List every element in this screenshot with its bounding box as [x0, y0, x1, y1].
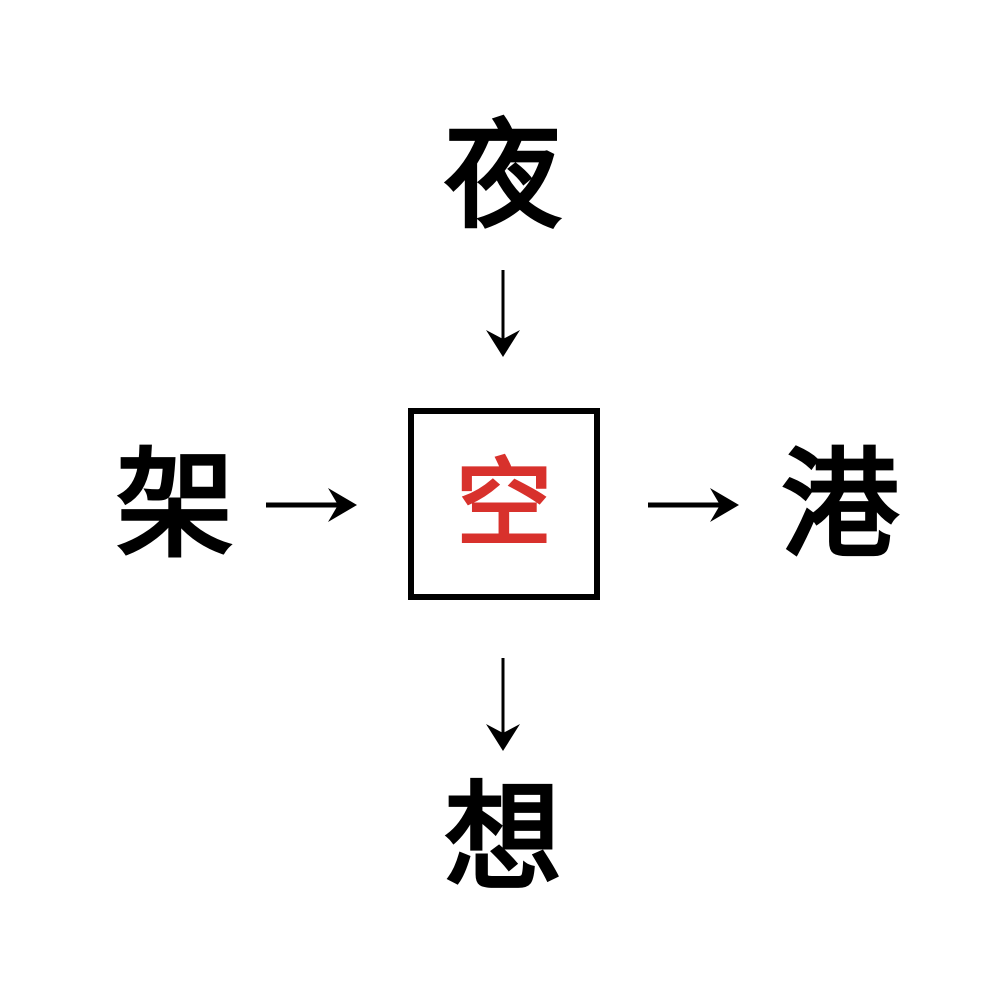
kanji-node-center-box: 空	[408, 408, 600, 600]
arrow-right-left	[266, 485, 358, 525]
kanji-node-right: 港	[780, 436, 899, 574]
arrow-down-top	[483, 270, 523, 358]
kanji-node-top: 夜	[443, 107, 562, 245]
kanji-node-bottom: 想	[443, 769, 562, 907]
arrow-right-right	[648, 485, 740, 525]
kanji-node-center: 空	[456, 448, 552, 560]
arrow-down-bottom	[483, 658, 523, 752]
kanji-node-left: 架	[115, 436, 234, 574]
